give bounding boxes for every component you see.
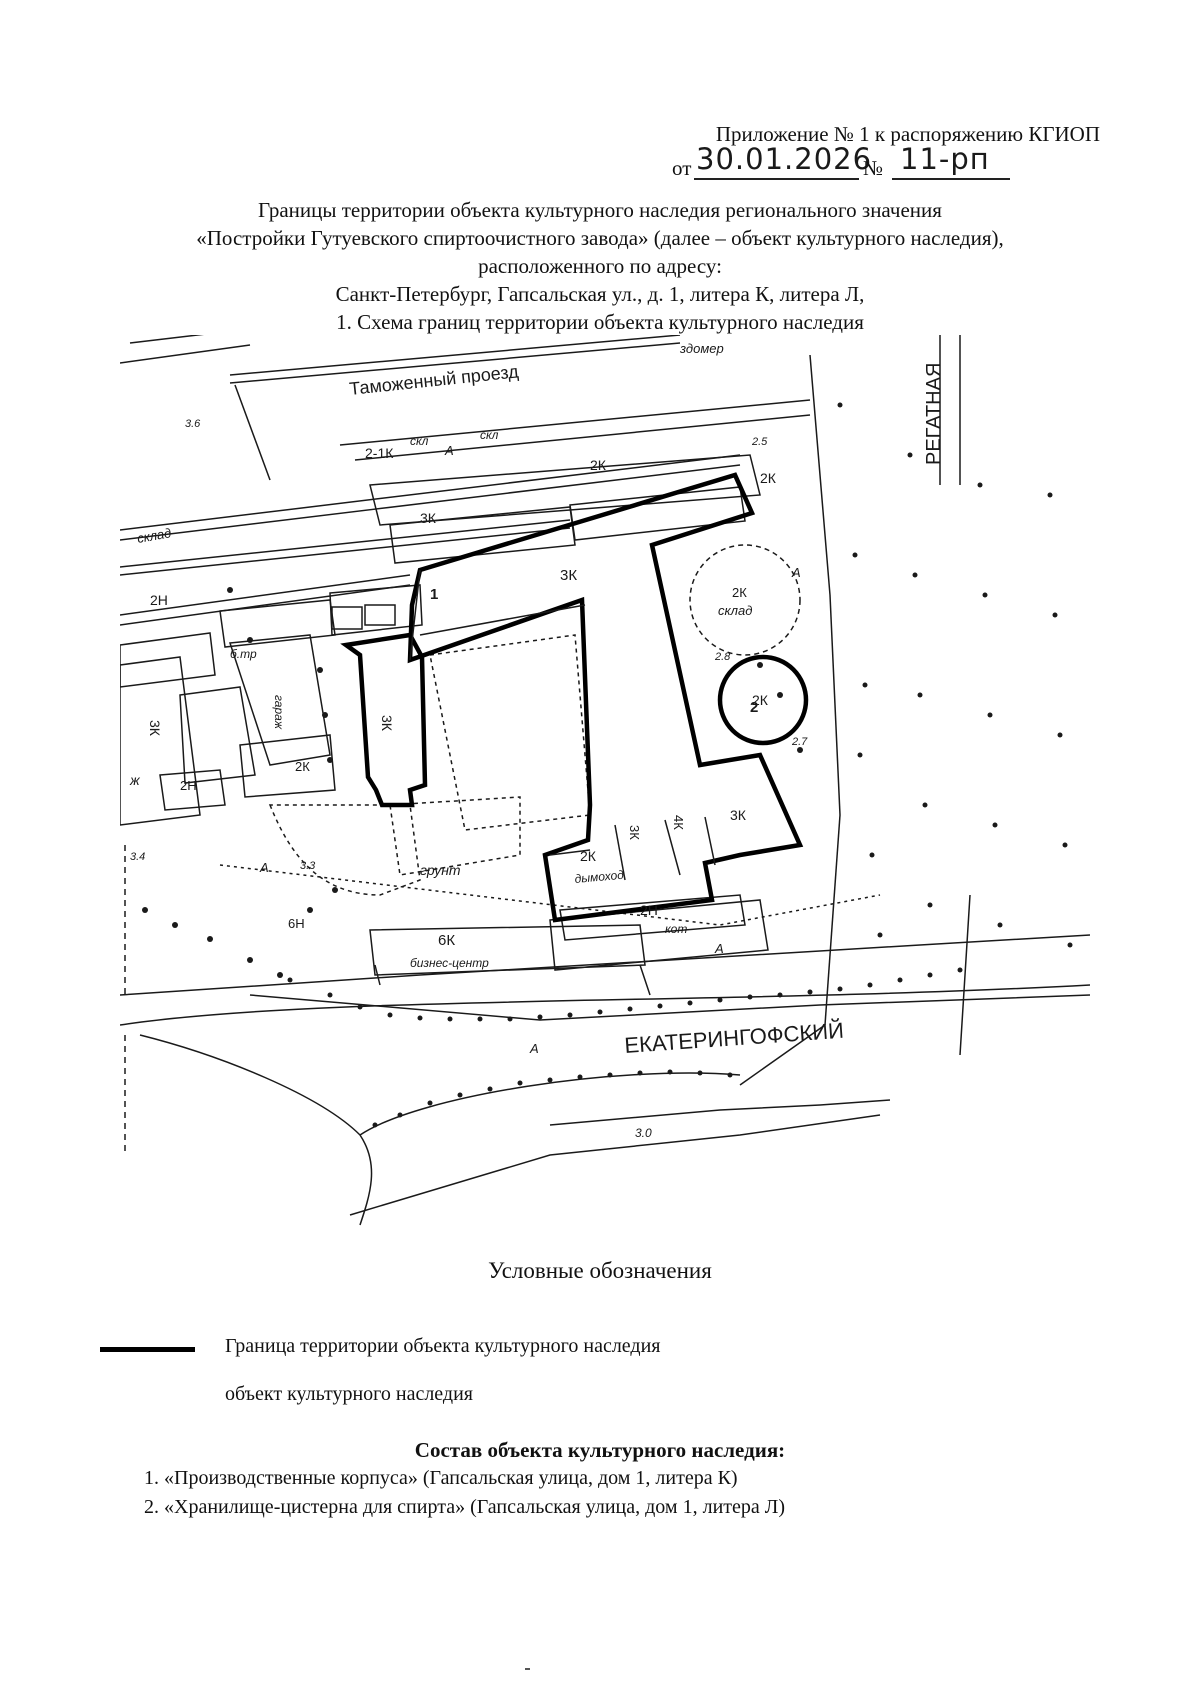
label-garage: гараж <box>272 695 286 730</box>
elevation-3-6: 3.6 <box>185 418 201 430</box>
label-customs-street: Таможенный проезд <box>348 361 520 399</box>
label-3k-s: 3К <box>627 825 642 840</box>
label-business-center: бизнес-центр <box>410 956 489 970</box>
label-2k-sklad: 2К <box>732 585 747 600</box>
order-number: 11-рп <box>900 142 990 176</box>
legend-object-text: объект культурного наследия <box>225 1383 473 1405</box>
boundary-marker-1: 1 <box>430 586 438 603</box>
label-ekaterinhof-street: ЕКАТЕРИНГОФСКИЙ <box>624 1018 845 1058</box>
label-regatta-street: РЕГАТНАЯ <box>923 363 945 465</box>
elevation-2-8: 2.8 <box>714 651 731 663</box>
site-plan-map: Таможенный проезд здомер склад скл скл 2… <box>120 335 1090 1226</box>
label-3k-main: 3К <box>560 567 577 584</box>
label-4k: 4К <box>671 815 686 830</box>
elevation-3-0: 3.0 <box>635 1126 652 1140</box>
title-line-2: «Постройки Гутуевского спиртоочистного з… <box>196 226 1004 250</box>
composition-title: Состав объекта культурного наследия: <box>414 1438 786 1462</box>
elevation-2-5: 2.5 <box>751 436 768 448</box>
order-date: 30.01.2026 <box>696 142 873 176</box>
legend-title: Условные обозначения <box>488 1258 712 1283</box>
label-2k-w: 2К <box>295 759 310 774</box>
ground-letter-a-5: А <box>714 941 724 956</box>
title-line-1: Границы территории объекта культурного н… <box>258 198 942 222</box>
elevation-2-7: 2.7 <box>791 736 808 748</box>
page-mark <box>525 1668 530 1670</box>
title-line-4: Санкт-Петербург, Гапсальская ул., д. 1, … <box>335 282 865 306</box>
legend-boundary-text: Граница территории объекта культурного н… <box>225 1335 661 1357</box>
label-2k-tank: 2К <box>752 692 769 708</box>
elevation-3-3: 3.3 <box>300 860 316 872</box>
ground-letter-a-1: А <box>259 860 269 875</box>
label-3k-west: 3К <box>379 715 395 732</box>
label-2-1k: 2-1К <box>365 445 394 461</box>
label-sklad-2: склад <box>718 603 752 618</box>
label-2k-east: 2К <box>760 470 777 486</box>
ground-letter-a-4: А <box>529 1041 539 1056</box>
appendix-heading: Приложение № 1 к распоряжению КГИОП <box>715 122 1100 146</box>
elevation-3-4: 3.4 <box>130 851 145 863</box>
label-zdomer: здомер <box>679 341 724 356</box>
label-3k-se: 3К <box>730 807 747 823</box>
label-kot: кот <box>665 922 687 936</box>
label-2n-w: 2Н <box>150 592 168 608</box>
composition-item-2: 2. «Хранилище-цистерна для спирта» (Гапс… <box>144 1496 785 1518</box>
number-sign: № <box>863 156 884 180</box>
label-3k-top: 3К <box>420 510 437 526</box>
label-dymohod: дымоход <box>574 868 625 886</box>
from-prefix: от <box>672 156 692 180</box>
label-2n-sw: 2Н <box>180 778 197 793</box>
label-skl-2: скл <box>480 428 499 442</box>
order-line: от 30.01.2026 № 11-рп <box>660 142 1100 188</box>
composition-item-1: 1. «Производственные корпуса» (Гапсальск… <box>144 1467 738 1489</box>
north-arrow-glyph: ж <box>129 772 141 788</box>
legend-boundary-line <box>100 1347 195 1352</box>
label-3k-w: 3К <box>147 720 163 737</box>
label-2k-top: 2К <box>590 457 607 473</box>
label-6k: 6К <box>438 932 455 949</box>
label-skl: скл <box>410 434 429 448</box>
label-2k-s: 2К <box>580 848 597 864</box>
boundary-marker-2: 2 <box>750 699 758 716</box>
ground-letter-a-3: А <box>791 565 801 580</box>
label-2n-s: 2Н <box>640 902 658 918</box>
label-btr: б.тр <box>230 647 257 661</box>
ground-letter-a-2: А <box>444 443 454 458</box>
label-grunt: грунт <box>420 862 461 878</box>
title-line-5: 1. Схема границ территории объекта культ… <box>336 310 864 334</box>
title-line-3: расположенного по адресу: <box>478 254 722 278</box>
label-6n: 6Н <box>288 916 305 931</box>
label-sklad: склад <box>136 525 172 546</box>
